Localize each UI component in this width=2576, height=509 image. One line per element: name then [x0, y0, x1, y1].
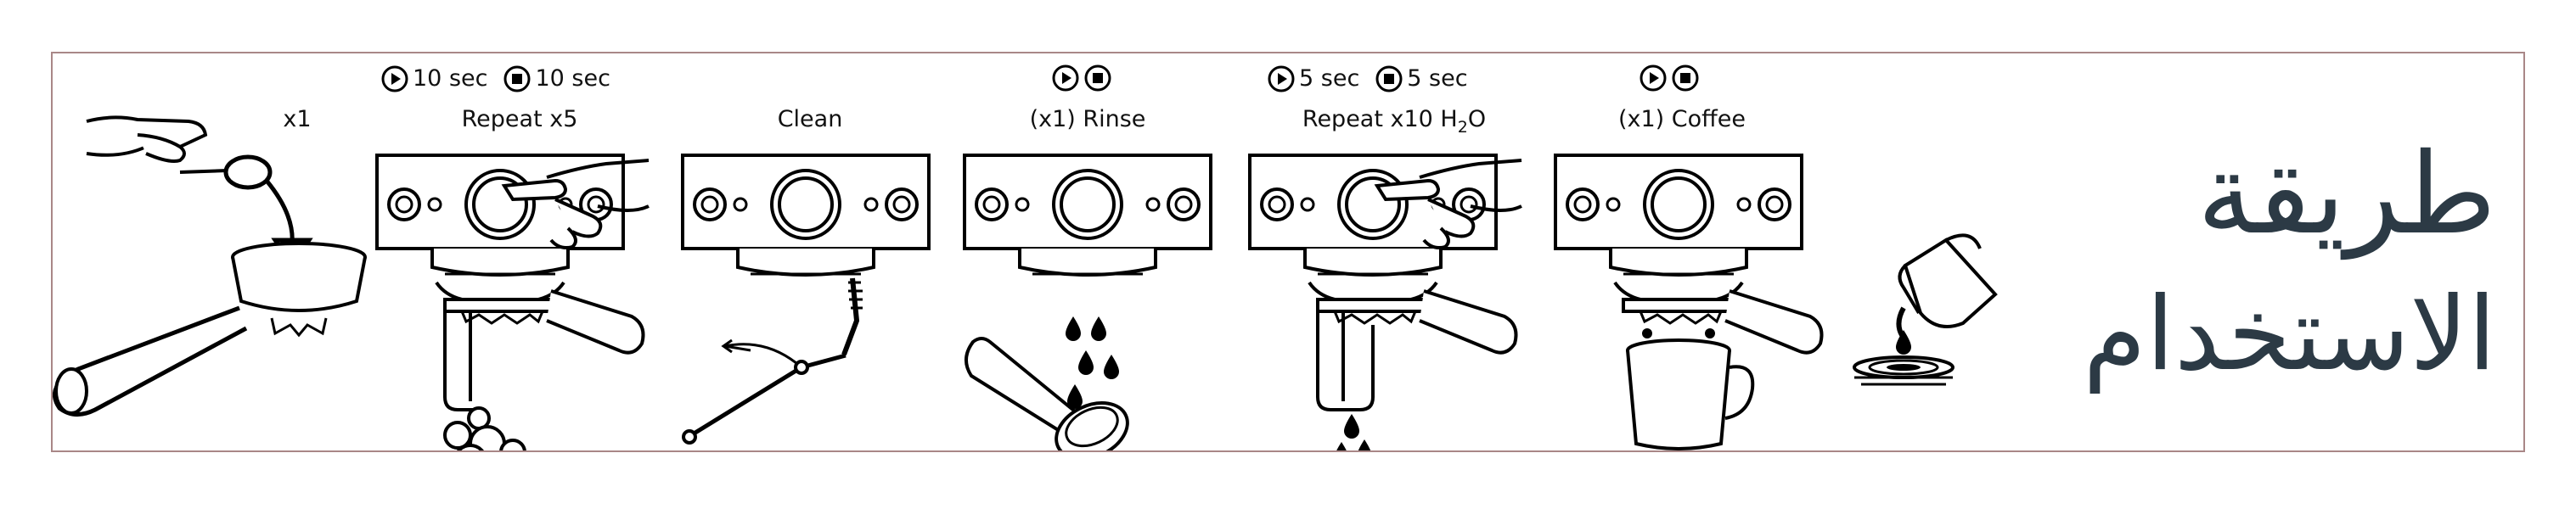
step5-label-suffix: O — [1467, 106, 1487, 132]
step7-illustration — [1853, 233, 1998, 386]
step5-illustration — [1248, 154, 1523, 450]
stop-button-icon — [1672, 64, 1699, 92]
step6-label: (x1) Coffee — [1617, 106, 1746, 132]
step4-timing — [1051, 64, 1112, 92]
step5-label-subscript: 2 — [1457, 118, 1468, 137]
step5-label-prefix: Repeat x10 H — [1302, 106, 1458, 132]
step2-stop-time: 10 sec — [535, 65, 610, 92]
step5-play-time: 5 sec — [1299, 65, 1360, 92]
step2-play-time: 10 sec — [413, 65, 488, 92]
step1-illustration — [53, 115, 367, 417]
step4-label: (x1) Rinse — [1029, 106, 1146, 132]
step6-timing — [1639, 64, 1700, 92]
instructions-panel: x1 10 sec 10 sec Repeat x5 Clean (x1) Ri… — [51, 52, 2525, 452]
step2-timing: 10 sec 10 sec — [380, 64, 610, 94]
stop-button-icon — [1084, 64, 1111, 92]
stop-button-icon — [503, 65, 531, 92]
step4-illustration — [963, 154, 1212, 450]
step3-illustration — [681, 154, 931, 445]
step2-illustration — [375, 154, 650, 450]
play-button-icon — [381, 65, 408, 92]
step2-label: Repeat x5 — [461, 106, 578, 132]
step5-stop-time: 5 sec — [1407, 65, 1468, 92]
step1-label: x1 — [283, 106, 312, 132]
play-button-icon — [1268, 65, 1295, 92]
title-line-1: طريقة — [2196, 129, 2496, 260]
step5-label: Repeat x10 H2O — [1267, 106, 1521, 137]
step5-timing: 5 sec 5 sec — [1267, 64, 1468, 94]
play-button-icon — [1052, 64, 1079, 92]
title-line-2: الاستخدام — [2083, 276, 2496, 394]
stop-button-icon — [1375, 65, 1403, 92]
step6-illustration — [1554, 154, 1824, 450]
step3-label: Clean — [777, 106, 843, 132]
play-button-icon — [1640, 64, 1667, 92]
instructions-illustration — [53, 115, 1998, 450]
